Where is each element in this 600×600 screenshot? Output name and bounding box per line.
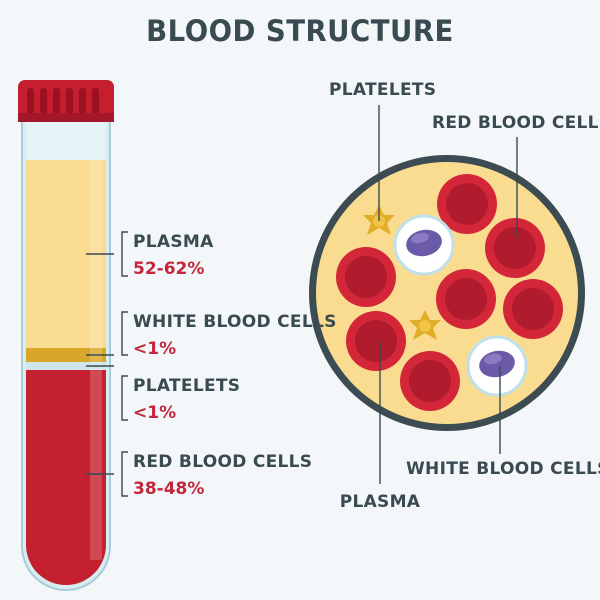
red-blood-cells-layer: [26, 370, 106, 585]
tube-percent-red-blood-cells: 38-48%: [133, 479, 205, 499]
tube-leader-lines: [86, 231, 128, 497]
tube-label-white-blood-cells: WHITE BLOOD CELLS: [133, 312, 337, 332]
tube-label-plasma: PLASMA: [133, 232, 214, 252]
red-blood-cell: [437, 174, 497, 234]
white-blood-cell: [393, 214, 455, 276]
test-tube: [18, 80, 114, 591]
tube-percent-platelets: <1%: [133, 403, 177, 423]
tube-empty-space: [26, 116, 106, 160]
page-title: BLOOD STRUCTURE: [146, 14, 454, 48]
red-blood-cell: [436, 269, 496, 329]
tube-cap: [18, 80, 114, 122]
tube-label-red-blood-cells: RED BLOOD CELLS: [133, 452, 313, 472]
platelet: [409, 310, 441, 340]
tube-label-platelets: PLATELETS: [133, 376, 241, 396]
tube-percent-plasma: 52-62%: [133, 259, 205, 279]
platelets-layer: [26, 362, 106, 370]
white-blood-cell: [466, 335, 528, 397]
circle-label-white-blood-cells: WHITE BLOOD CELLS: [406, 459, 600, 479]
circle-label-red-blood-cells: RED BLOOD CELLS: [432, 113, 600, 133]
white-blood-cells-layer: [26, 348, 106, 362]
red-blood-cell: [346, 311, 406, 371]
tube-percent-white-blood-cells: <1%: [133, 339, 177, 359]
red-blood-cell: [400, 351, 460, 411]
circle-label-plasma: PLASMA: [339, 492, 421, 512]
red-blood-cell: [485, 218, 545, 278]
circle-label-platelets: PLATELETS: [329, 80, 437, 100]
circle-leader-lines: [378, 105, 518, 484]
red-blood-cell: [503, 279, 563, 339]
red-blood-cell: [336, 247, 396, 307]
